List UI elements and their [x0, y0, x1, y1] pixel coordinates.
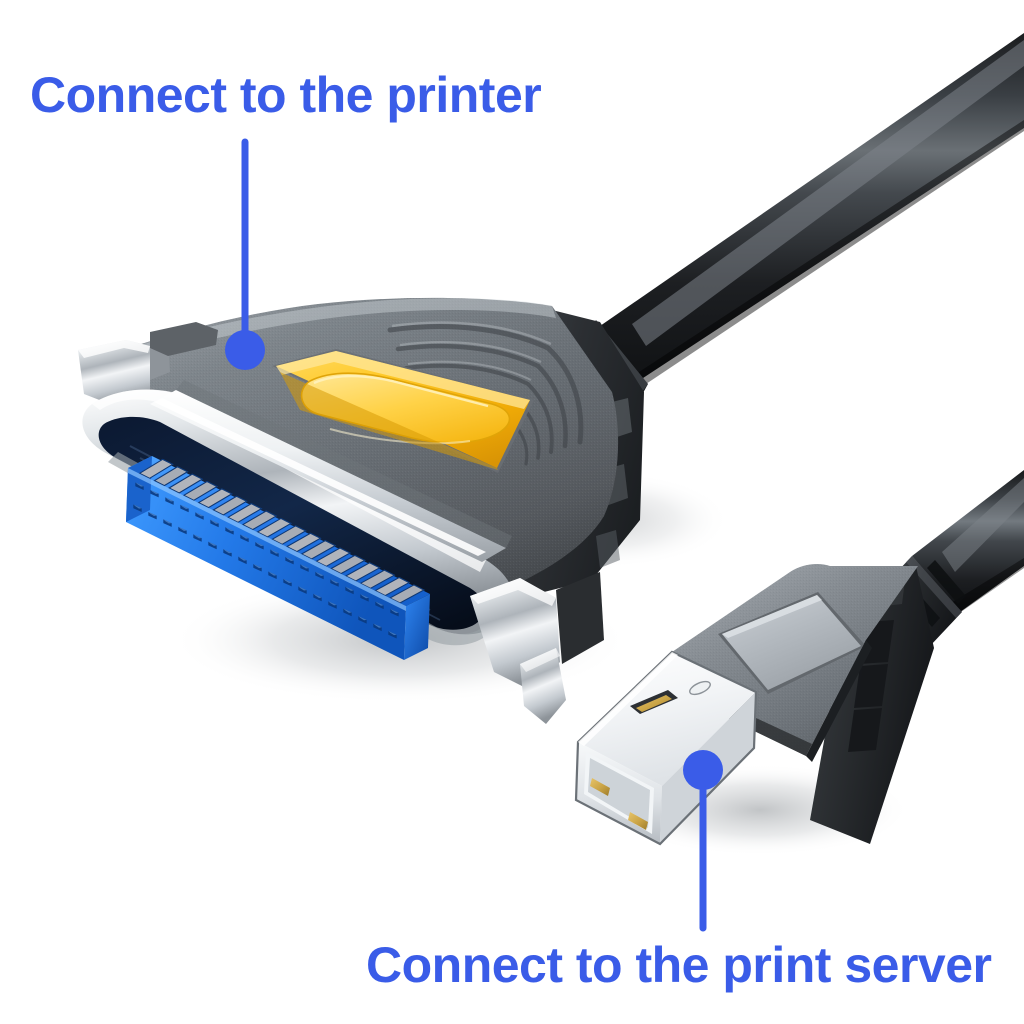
parallel-pin-contacts [138, 458, 426, 604]
annotation-label-printer: Connect to the printer [30, 67, 542, 123]
parallel-release-latch [272, 349, 534, 473]
parallel-pin-block [126, 456, 430, 660]
usb-shield [574, 650, 758, 846]
parallel-tab-left [150, 322, 218, 356]
leader-dot-printer [225, 330, 265, 370]
centronics-parallel-connector [78, 297, 648, 724]
parallel-tab-right [556, 572, 604, 664]
parallel-inner-plate [150, 380, 512, 562]
usb-hood-plate [718, 592, 866, 694]
parallel-latch-wing-right [470, 578, 566, 724]
annotation-label-print-server: Connect to the print server [366, 937, 992, 993]
parallel-cable [600, 33, 1024, 384]
leader-dot-print-server [683, 750, 723, 790]
parallel-pin-holes [133, 482, 399, 639]
usb-a-connector [574, 556, 966, 846]
